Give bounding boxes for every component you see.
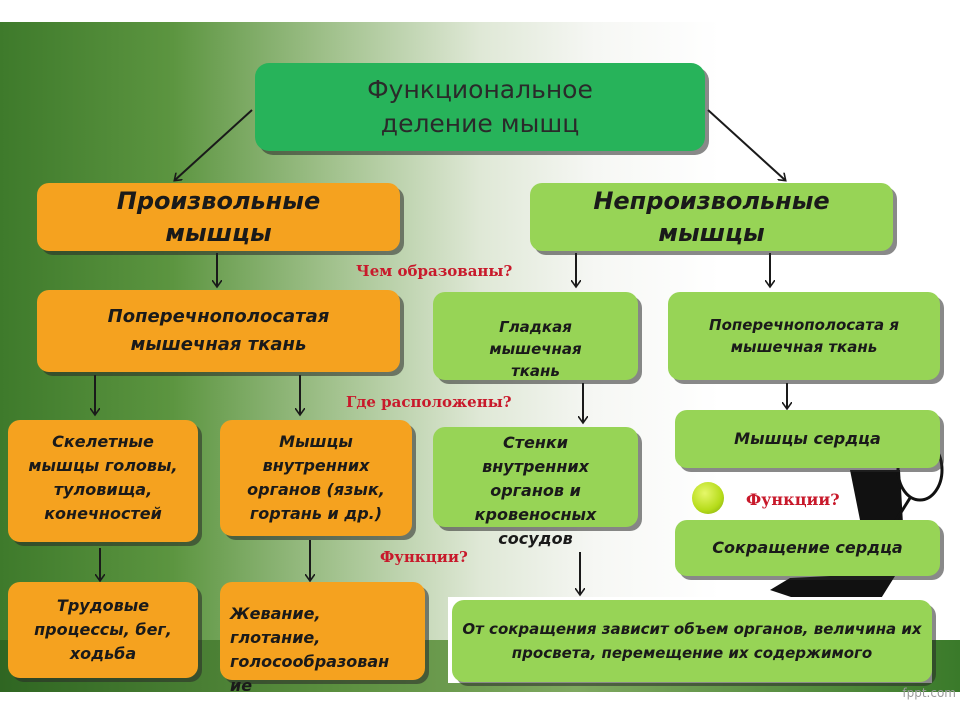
smooth-muscle-function-box: От сокращения зависит объем органов, вел… — [452, 600, 932, 682]
involuntary-muscles-box: Непроизвольные мышцы — [530, 183, 893, 251]
striated-tissue-label-right: Поперечнополосата я мышечная ткань — [709, 316, 899, 356]
arrow-title-to-voluntary — [175, 109, 253, 180]
question-formed: Чем образованы? — [356, 262, 513, 280]
internal-organ-muscles-label: Мышцы внутренних органов (язык, гортань … — [247, 432, 385, 523]
heart-contraction-label: Сокращение сердца — [712, 538, 903, 557]
striated-tissue-box-left: Поперечнополосатая мышечная ткань — [37, 290, 400, 372]
smooth-tissue-box: Гладкая мышечная ткань — [433, 292, 638, 380]
organ-walls-label: Стенки внутренних органов и кровеносных … — [474, 433, 597, 548]
arrow-title-to-involuntary — [707, 109, 785, 180]
striated-tissue-box-right: Поперечнополосата я мышечная ткань — [668, 292, 940, 380]
internal-organ-muscles-box: Мышцы внутренних органов (язык, гортань … — [220, 420, 412, 536]
question-located: Где расположены? — [346, 393, 512, 411]
striated-tissue-label-left: Поперечнополосатая мышечная ткань — [107, 306, 330, 355]
skeletal-muscles-box: Скелетные мышцы головы, туловища, конечн… — [8, 420, 198, 542]
heart-contraction-box: Сокращение сердца — [675, 520, 940, 576]
chewing-box: Жевание, глотание, голосообразован ие — [220, 582, 425, 695]
tennis-ball-icon — [692, 482, 724, 514]
heart-muscles-label: Мышцы сердца — [734, 429, 881, 448]
diagram-title: Функциональное деление мышц — [367, 75, 593, 138]
organ-walls-box: Стенки внутренних органов и кровеносных … — [433, 427, 638, 548]
chewing-label: Жевание, глотание, голосообразован ие — [230, 604, 390, 695]
skeletal-muscles-label: Скелетные мышцы головы, туловища, конечн… — [28, 432, 178, 523]
question-functions-1: Функции? — [380, 548, 468, 566]
smooth-muscle-function-label: От сокращения зависит объем органов, вел… — [462, 620, 922, 662]
smooth-tissue-label: Гладкая мышечная ткань — [489, 318, 582, 380]
involuntary-muscles-label: Непроизвольные мышцы — [593, 187, 830, 247]
heart-muscles-box: Мышцы сердца — [675, 410, 940, 468]
voluntary-muscles-label: Произвольные мышцы — [116, 187, 321, 247]
watermark: fppt.com — [902, 686, 956, 700]
voluntary-muscles-box: Произвольные мышцы — [37, 183, 400, 251]
question-functions-2: Функции? — [746, 490, 840, 509]
title-box: Функциональное деление мышц — [255, 63, 705, 151]
labor-processes-box: Трудовые процессы, бег, ходьба — [8, 582, 198, 678]
labor-processes-label: Трудовые процессы, бег, ходьба — [34, 596, 172, 663]
